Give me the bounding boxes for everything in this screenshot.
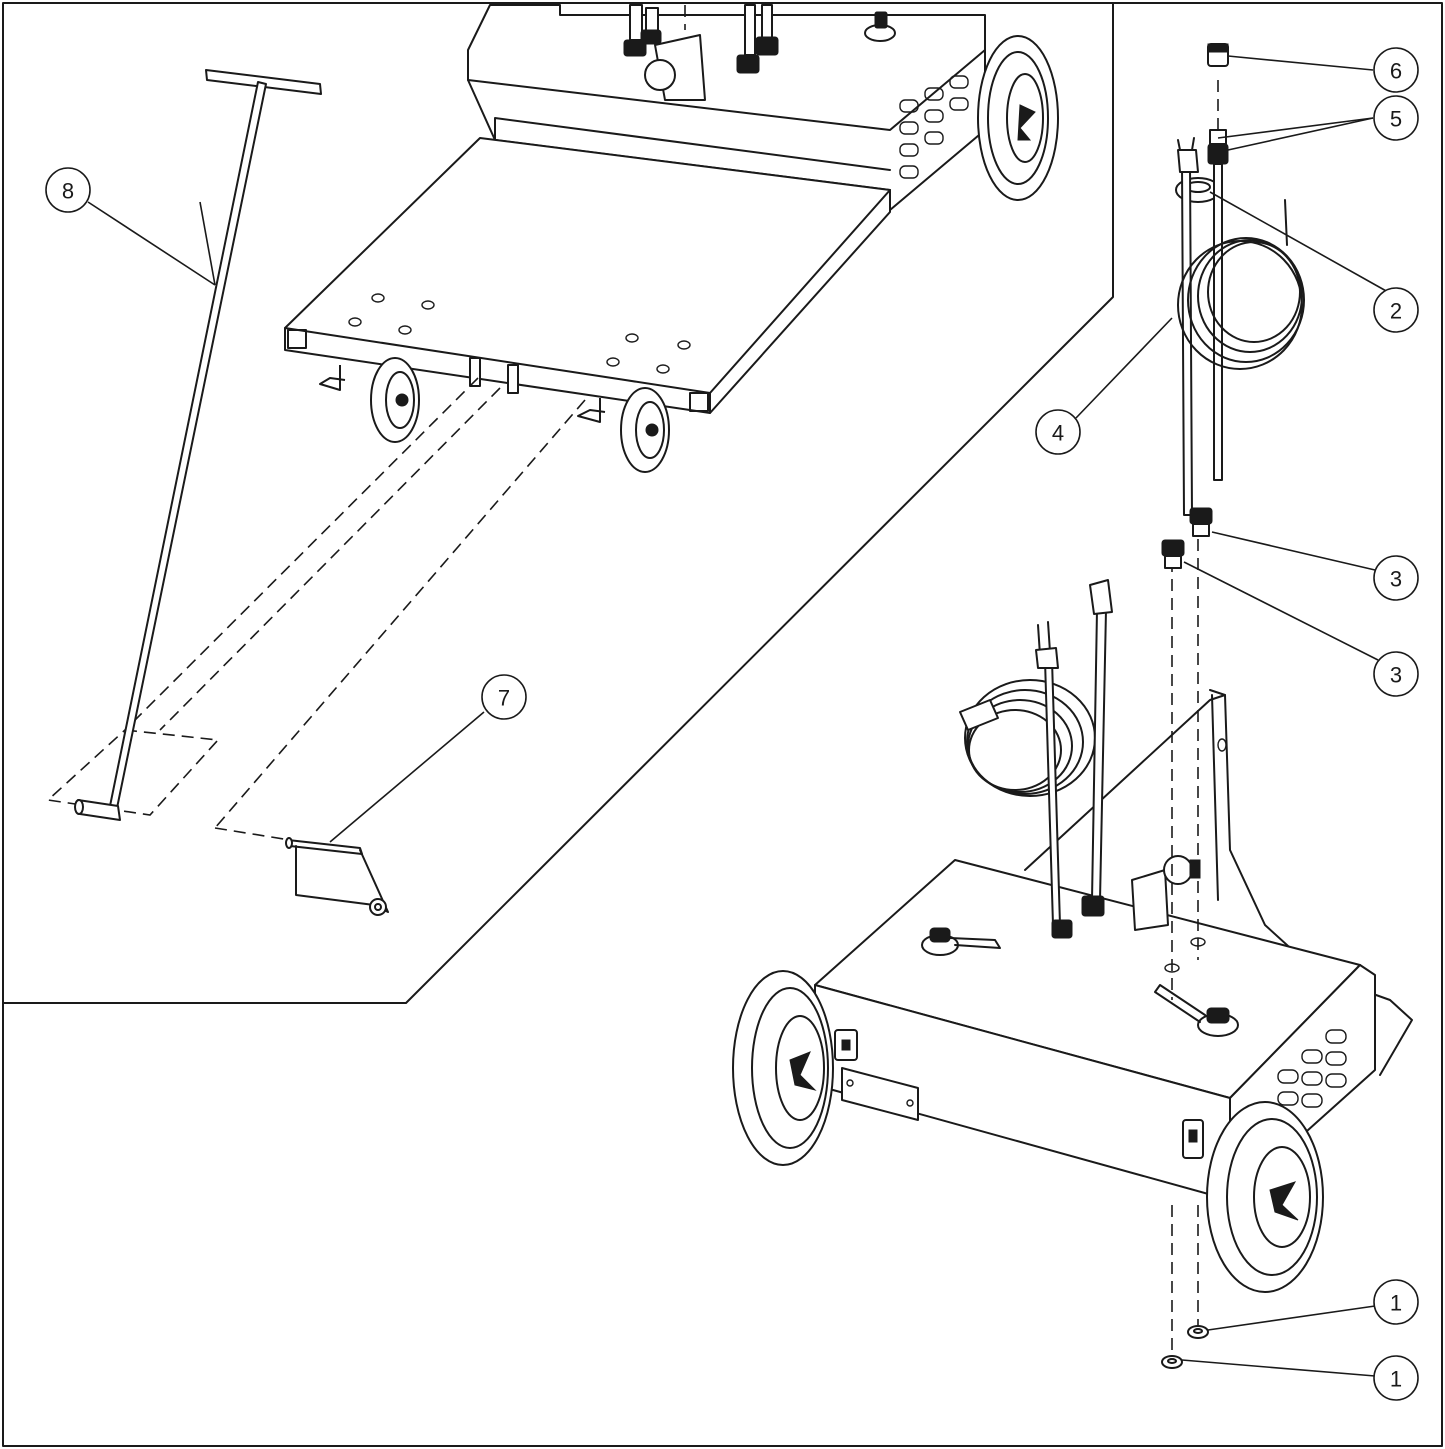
callout-1-lower-label: 1 (1390, 1367, 1402, 1392)
callout-6: 6 (1373, 47, 1419, 93)
callout-1-upper: 1 (1373, 1279, 1419, 1325)
callout-8: 8 (45, 167, 91, 213)
callout-leaders (87, 55, 1389, 1377)
inset-cart-upper (284, 4, 1059, 473)
callout-4: 4 (1035, 409, 1081, 455)
callout-8-label: 8 (62, 179, 74, 204)
callout-7-label: 7 (498, 686, 510, 711)
inset-view-border (2, 2, 1114, 1004)
callout-6-label: 6 (1390, 59, 1402, 84)
callout-5-label: 5 (1390, 107, 1402, 132)
callout-5: 5 (1373, 95, 1419, 141)
callout-3-upper: 3 (1373, 555, 1419, 601)
callout-3-lower: 3 (1373, 651, 1419, 697)
callout-1-lower: 1 (1373, 1355, 1419, 1401)
main-cart-assembly (732, 579, 1413, 1293)
callout-4-label: 4 (1052, 421, 1064, 446)
exploded-hose-kit (1161, 43, 1305, 1369)
t-handle-part-8 (74, 69, 322, 821)
callout-7: 7 (481, 674, 527, 720)
callout-1-upper-label: 1 (1390, 1291, 1402, 1316)
projection-lines-inset (46, 377, 586, 841)
callout-2-label: 2 (1390, 299, 1402, 324)
assembly-axes-main (684, 5, 1219, 1360)
lock-pin-part-7 (285, 837, 389, 916)
callout-3-upper-label: 3 (1390, 567, 1402, 592)
callout-3-lower-label: 3 (1390, 663, 1402, 688)
callout-2: 2 (1373, 287, 1419, 333)
